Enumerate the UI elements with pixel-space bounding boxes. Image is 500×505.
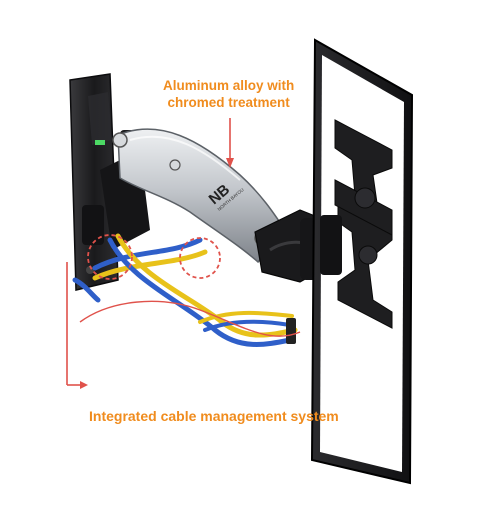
tension-indicator	[95, 140, 105, 145]
cable-clip-markers	[87, 234, 221, 280]
tilt-head	[320, 215, 342, 275]
annotation-lines	[66, 118, 301, 389]
material-callout-line2: chromed treatment	[167, 95, 290, 110]
material-callout: Aluminum alloy with chromed treatment	[163, 77, 294, 111]
cables	[72, 233, 298, 347]
pivot-bolt-icon	[112, 132, 128, 148]
vesa-bracket	[334, 119, 393, 329]
cable-management-callout: Integrated cable management system	[89, 408, 339, 424]
tv-panel	[310, 38, 414, 485]
material-callout-line1: Aluminum alloy with	[163, 78, 295, 93]
